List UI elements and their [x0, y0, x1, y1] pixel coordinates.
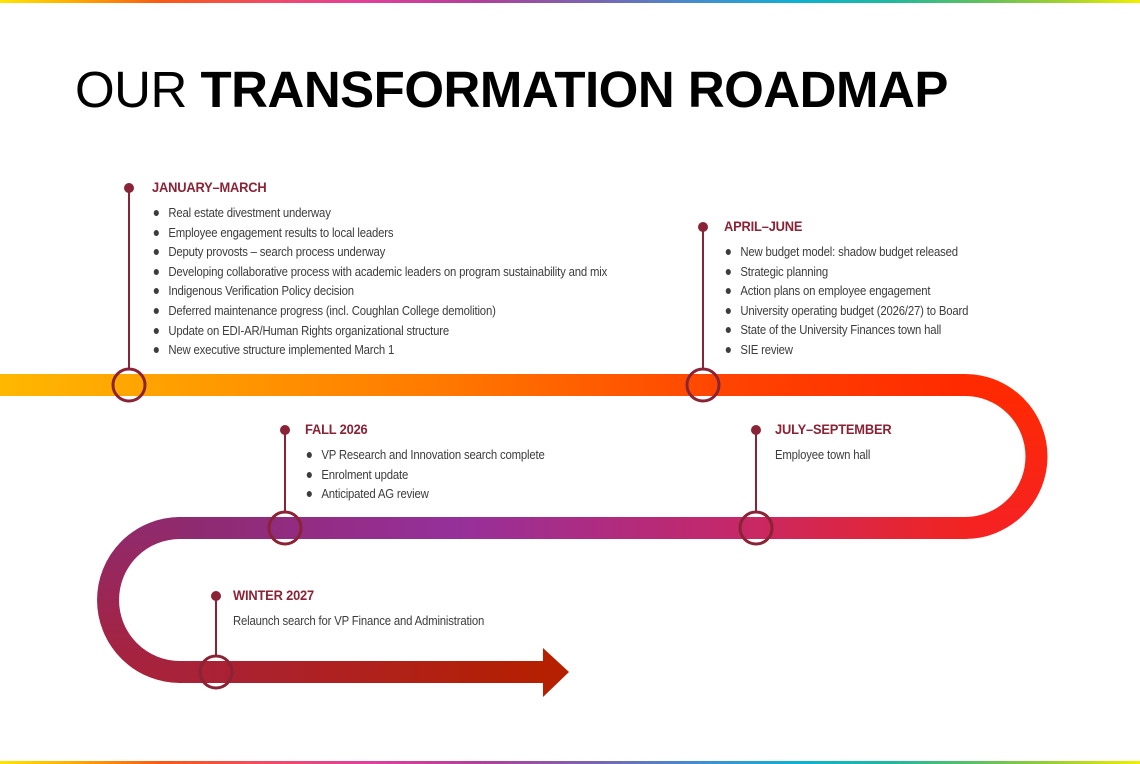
list-item: New budget model: shadow budget released	[724, 242, 968, 262]
milestone-marker-apr-jun	[685, 367, 721, 403]
milestone-marker-jan-mar	[111, 367, 147, 403]
track-segment-3	[178, 661, 545, 683]
list-item: Indigenous Verification Policy decision	[152, 281, 607, 301]
milestone-heading: APRIL–JUNE	[724, 218, 803, 234]
milestone-heading: JANUARY–MARCH	[152, 179, 267, 195]
list-item: Update on EDI-AR/Human Rights organizati…	[152, 321, 607, 341]
list-item: Enrolment update	[305, 465, 545, 485]
list-item: Action plans on employee engagement	[724, 281, 968, 301]
track-curve-right	[964, 374, 1048, 539]
milestone-dot-jan-mar	[124, 183, 134, 193]
milestone-marker-fall-2026	[267, 510, 303, 546]
title-bold: TRANSFORMATION ROADMAP	[200, 61, 949, 118]
milestone-text: Employee town hall	[775, 447, 871, 462]
list-item: Anticipated AG review	[305, 484, 545, 504]
list-item: Deferred maintenance progress (incl. Cou…	[152, 301, 607, 321]
arrowhead-icon	[543, 648, 569, 697]
milestone-marker-winter-2027	[198, 654, 234, 690]
page-title: OUR TRANSFORMATION ROADMAP	[75, 60, 948, 120]
list-item: Developing collaborative process with ac…	[152, 262, 607, 282]
track-curve-left	[97, 517, 181, 683]
milestone-text: Relaunch search for VP Finance and Admin…	[233, 613, 485, 628]
list-item: VP Research and Innovation search comple…	[305, 445, 545, 465]
milestone-items: VP Research and Innovation search comple…	[305, 445, 584, 504]
milestone-heading: WINTER 2027	[233, 587, 315, 603]
milestone-dot-jul-sep	[751, 425, 761, 435]
milestone-items: Real estate divestment underway Employee…	[152, 203, 681, 360]
milestone-dot-fall-2026	[280, 425, 290, 435]
milestone-items: New budget model: shadow budget released…	[724, 242, 1008, 360]
title-light: OUR	[75, 61, 187, 118]
list-item: University operating budget (2026/27) to…	[724, 301, 968, 321]
track-segment-2	[177, 517, 967, 539]
list-item: SIE review	[724, 340, 968, 360]
milestone-heading: JULY–SEPTEMBER	[775, 421, 892, 437]
list-item: New executive structure implemented Marc…	[152, 340, 607, 360]
list-item: Real estate divestment underway	[152, 203, 607, 223]
milestone-dot-apr-jun	[698, 222, 708, 232]
milestone-heading: FALL 2026	[305, 421, 368, 437]
milestone-dot-winter-2027	[211, 591, 221, 601]
list-item: Strategic planning	[724, 262, 968, 282]
milestone-marker-jul-sep	[738, 510, 774, 546]
list-item: Deputy provosts – search process underwa…	[152, 242, 607, 262]
track-segment-1	[0, 374, 965, 396]
list-item: Employee engagement results to local lea…	[152, 223, 607, 243]
top-rainbow-bar	[0, 0, 1140, 3]
list-item: State of the University Finances town ha…	[724, 320, 968, 340]
bottom-rainbow-bar	[0, 761, 1140, 764]
